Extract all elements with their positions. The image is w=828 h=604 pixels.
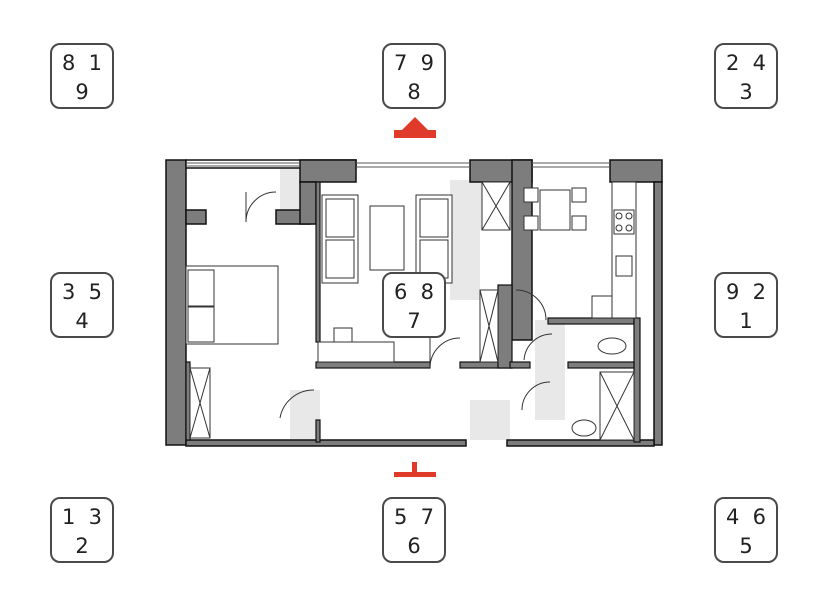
kitchen-counter xyxy=(591,181,637,319)
tile-center-digit-a: 6 xyxy=(394,280,408,304)
bathroom-fixtures xyxy=(571,337,635,441)
tile-middle-left: 3 5 4 xyxy=(50,272,114,338)
tile-bottom-center: 5 7 6 xyxy=(382,497,446,563)
exterior-walls xyxy=(165,159,663,447)
hall-wardrobe xyxy=(479,181,511,363)
tile-bottom-left-digit-a: 1 xyxy=(62,505,76,529)
tile-middle-left-digit-c: 4 xyxy=(75,309,89,333)
tile-middle-left-digit-a: 3 xyxy=(62,280,76,304)
entrance-marker-top xyxy=(394,117,436,138)
tile-middle-right: 9 2 1 xyxy=(714,272,778,338)
tile-bottom-center-digit-a: 5 xyxy=(394,505,408,529)
tile-middle-right-digit-c: 1 xyxy=(739,309,753,333)
tile-top-center-digit-b: 9 xyxy=(420,51,434,75)
sofas xyxy=(321,194,453,284)
tile-bottom-left: 1 3 2 xyxy=(50,497,114,563)
bed xyxy=(185,265,279,345)
tile-bottom-right-digit-c: 5 xyxy=(739,534,753,558)
tile-top-left-digit-a: 8 xyxy=(62,51,76,75)
tile-bottom-left-digit-b: 3 xyxy=(88,505,102,529)
tile-bottom-right-digit-b: 6 xyxy=(752,505,766,529)
tile-top-left-digit-b: 1 xyxy=(88,51,102,75)
tile-bottom-center-digit-c: 6 xyxy=(407,534,421,558)
tile-top-center: 7 9 8 xyxy=(382,43,446,109)
tile-top-left-digit-c: 9 xyxy=(75,80,89,104)
tile-bottom-right-digit-a: 4 xyxy=(726,505,740,529)
tile-center-digit-b: 8 xyxy=(420,280,434,304)
floor-shading xyxy=(280,165,565,440)
interior-walls xyxy=(185,181,641,443)
entrance-marker-bottom xyxy=(394,462,436,477)
tile-top-right-digit-a: 2 xyxy=(726,51,740,75)
tile-top-right: 2 4 3 xyxy=(714,43,778,109)
desk xyxy=(317,327,395,363)
wardrobe xyxy=(189,367,211,439)
tile-middle-left-digit-b: 5 xyxy=(88,280,102,304)
tile-center: 6 8 7 xyxy=(382,272,446,338)
tile-top-left: 8 1 9 xyxy=(50,43,114,109)
tile-top-right-digit-c: 3 xyxy=(739,80,753,104)
tile-middle-right-digit-b: 2 xyxy=(752,280,766,304)
dining-table xyxy=(523,187,587,231)
tile-bottom-center-digit-b: 7 xyxy=(420,505,434,529)
windows xyxy=(186,162,610,168)
tile-top-right-digit-b: 4 xyxy=(752,51,766,75)
tile-bottom-right: 4 6 5 xyxy=(714,497,778,563)
tile-top-center-digit-a: 7 xyxy=(394,51,408,75)
tile-center-digit-c: 7 xyxy=(407,309,421,333)
tile-top-center-digit-c: 8 xyxy=(407,80,421,104)
tile-middle-right-digit-a: 9 xyxy=(726,280,740,304)
tile-bottom-left-digit-c: 2 xyxy=(75,534,89,558)
doors xyxy=(245,191,553,419)
